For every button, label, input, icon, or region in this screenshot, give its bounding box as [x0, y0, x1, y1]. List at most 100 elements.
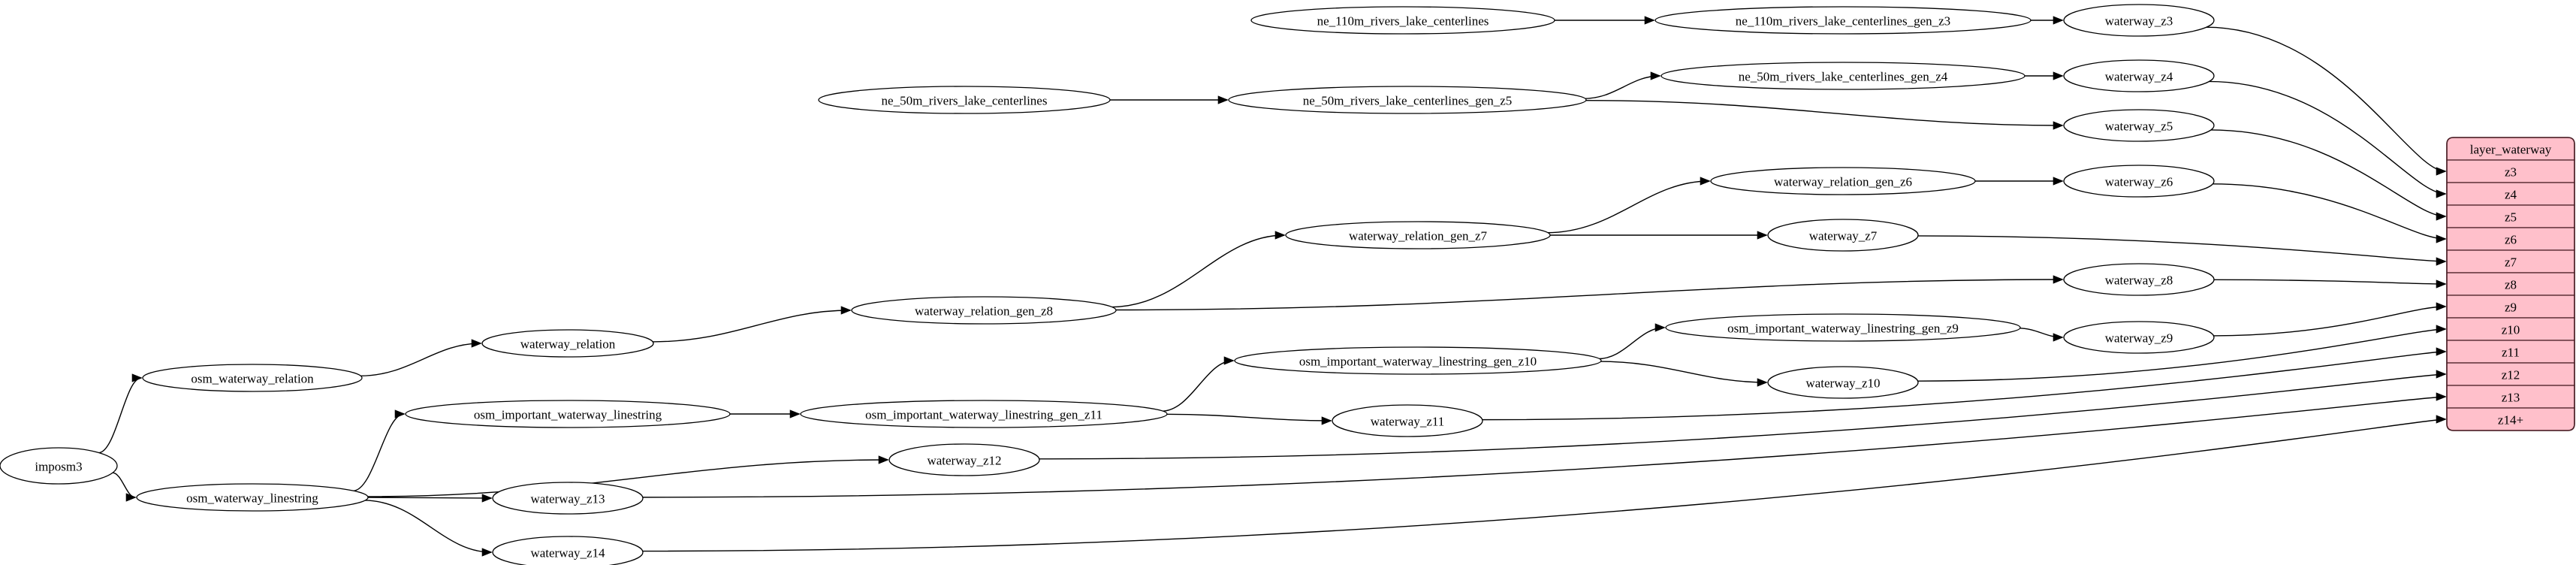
node-waterway_z7[interactable]: waterway_z7 [1767, 219, 1919, 252]
node-waterway_z9[interactable]: waterway_z9 [2063, 321, 2215, 354]
table-row-label: z9 [2505, 301, 2517, 315]
node-waterway_relation_gen_z7[interactable]: waterway_relation_gen_z7 [1285, 221, 1551, 249]
node-waterway_z6[interactable]: waterway_z6 [2063, 165, 2215, 198]
node-ne_110m_rivers_lake_centerlines[interactable]: ne_110m_rivers_lake_centerlines [1250, 6, 1555, 35]
node-waterway_z10[interactable]: waterway_z10 [1767, 366, 1919, 399]
edge-arrowhead [131, 373, 143, 382]
node-shape [142, 364, 363, 392]
edge-arrowhead [1223, 356, 1235, 365]
node-waterway_z13[interactable]: waterway_z13 [492, 482, 644, 515]
table-row-label: z10 [2502, 323, 2520, 337]
node-ne_50m_rivers_lake_centerlines[interactable]: ne_50m_rivers_lake_centerlines [818, 86, 1111, 114]
edge-arrowhead [1217, 95, 1229, 104]
edge-waterway_z5-to-layer_waterway_z5 [2210, 129, 2446, 217]
table-row-label: z14+ [2498, 413, 2523, 428]
edge-arrowhead [1700, 177, 1711, 186]
edge-waterway_relation-to-waterway_relation_gen_z8 [652, 310, 851, 343]
edge-arrowhead [2436, 325, 2447, 334]
node-label: osm_waterway_relation [191, 372, 314, 386]
edge-arrowhead [471, 339, 482, 348]
edge-arrowhead [2436, 257, 2447, 266]
node-shape [851, 296, 1117, 325]
edge-waterway_z6-to-layer_waterway_z6 [2212, 183, 2446, 240]
edge-arrowhead [840, 306, 852, 315]
edges-layer [98, 16, 2447, 557]
edge-waterway_z12-to-layer_waterway_z12 [1038, 373, 2446, 460]
edge-waterway_relation_gen_z7-to-waterway_relation_gen_z6 [1546, 180, 1710, 234]
node-label: ne_50m_rivers_lake_centerlines_gen_z5 [1303, 94, 1513, 108]
node-label: waterway_z10 [1805, 376, 1880, 391]
table-outline [2446, 137, 2575, 431]
node-waterway_z11[interactable]: waterway_z11 [1332, 404, 1483, 437]
node-ne_50m_rivers_lake_centerlines_gen_z4[interactable]: ne_50m_rivers_lake_centerlines_gen_z4 [1661, 62, 2026, 90]
edge-arrowhead [2436, 189, 2447, 198]
node-shape [1654, 6, 2032, 35]
edge-osm_waterway_linestring-to-waterway_z12 [366, 459, 888, 497]
nodes-layer: imposm3 osm_waterway_relation osm_waterway… [0, 4, 2215, 565]
node-waterway_z4[interactable]: waterway_z4 [2063, 59, 2215, 92]
edge-ne_50m_rivers_lake_centerlines_gen_z5-to-ne_50m_rivers_lake_centerlines_gen_z4 [1583, 75, 1661, 100]
edge-arrowhead [2436, 392, 2447, 401]
node-shape [1661, 62, 2026, 90]
edge-arrowhead [481, 494, 493, 503]
edge-arrowhead [1757, 231, 1768, 240]
node-shape [1332, 404, 1483, 437]
edge-osm_important_waterway_linestring_gen_z10-to-waterway_z10 [1599, 361, 1767, 383]
node-waterway_z14[interactable]: waterway_z14 [492, 536, 644, 565]
node-osm_waterway_linestring[interactable]: osm_waterway_linestring [136, 483, 369, 512]
node-osm_important_waterway_linestring[interactable]: osm_important_waterway_linestring [405, 400, 731, 428]
edge-arrowhead [2053, 16, 2064, 25]
node-ne_110m_rivers_lake_centerlines_gen_z3[interactable]: ne_110m_rivers_lake_centerlines_gen_z3 [1654, 6, 2032, 35]
node-label: waterway_z12 [927, 454, 1001, 468]
edge-arrowhead [2436, 212, 2447, 221]
edge-osm_important_waterway_linestring_gen_z10-to-osm_important_waterway_linestring_gen_z9 [1597, 327, 1665, 360]
node-osm_important_waterway_linestring_gen_z9[interactable]: osm_important_waterway_linestring_gen_z9 [1665, 313, 2021, 342]
edge-imposm3-to-osm_waterway_linestring [112, 472, 136, 498]
edge-waterway_z13-to-layer_waterway_z13 [641, 396, 2446, 498]
edge-arrowhead [1644, 16, 1655, 25]
node-waterway_z12[interactable]: waterway_z12 [888, 443, 1040, 476]
node-label: osm_important_waterway_linestring_gen_z9 [1727, 322, 1959, 336]
node-label: ne_110m_rivers_lake_centerlines_gen_z3 [1736, 14, 1950, 29]
edge-waterway_relation_gen_z8-to-waterway_z8 [1115, 279, 2063, 311]
edge-waterway_z9-to-layer_waterway_z9 [2213, 306, 2446, 337]
edge-arrowhead [2436, 234, 2447, 243]
edge-waterway_z3-to-layer_waterway_z3 [2205, 26, 2446, 172]
node-ne_50m_rivers_lake_centerlines_gen_z5[interactable]: ne_50m_rivers_lake_centerlines_gen_z5 [1228, 86, 1587, 114]
table-row-label: z12 [2502, 368, 2520, 382]
node-osm_waterway_relation[interactable]: osm_waterway_relation [142, 364, 363, 392]
node-osm_important_waterway_linestring_gen_z11[interactable]: osm_important_waterway_linestring_gen_z1… [800, 400, 1168, 428]
node-waterway_relation[interactable]: waterway_relation [481, 329, 654, 358]
edge-imposm3-to-osm_waterway_relation [98, 377, 142, 454]
table-title: layer_waterway [2470, 143, 2552, 157]
layer-waterway-table: layer_waterwayz3z4z5z6z7z8z9z10z11z12z13… [2446, 137, 2575, 431]
edge-osm_waterway_linestring-to-waterway_z13 [366, 497, 492, 499]
node-waterway_z5[interactable]: waterway_z5 [2063, 109, 2215, 142]
edge-arrowhead [2436, 167, 2447, 176]
node-waterway_relation_gen_z6[interactable]: waterway_relation_gen_z6 [1710, 167, 1976, 195]
node-label: waterway_z14 [530, 546, 605, 560]
node-label: waterway_z3 [2105, 14, 2173, 29]
node-shape [2063, 165, 2215, 198]
edge-waterway_z14-to-layer_waterway_z14_ [641, 418, 2446, 552]
node-waterway_z3[interactable]: waterway_z3 [2063, 4, 2215, 37]
edge-arrowhead [2436, 279, 2447, 289]
node-waterway_relation_gen_z8[interactable]: waterway_relation_gen_z8 [851, 296, 1117, 325]
edge-osm_important_waterway_linestring_gen_z11-to-osm_important_waterway_linestring_gen_z10 [1161, 360, 1234, 412]
node-label: waterway_z13 [530, 492, 605, 506]
node-shape [2063, 59, 2215, 92]
node-label: waterway_z9 [2105, 331, 2173, 346]
edge-osm_important_waterway_linestring_gen_z11-to-waterway_z11 [1165, 413, 1332, 421]
node-imposm3[interactable]: imposm3 [0, 447, 118, 485]
node-label: waterway_z7 [1809, 229, 1878, 243]
node-shape [1250, 6, 1555, 35]
edge-arrowhead [2436, 347, 2447, 356]
node-waterway_z8[interactable]: waterway_z8 [2063, 263, 2215, 296]
node-shape [0, 447, 118, 485]
node-label: ne_50m_rivers_lake_centerlines [882, 94, 1048, 108]
node-osm_important_waterway_linestring_gen_z10[interactable]: osm_important_waterway_linestring_gen_z1… [1234, 346, 1602, 375]
node-label: osm_important_waterway_linestring [474, 408, 662, 422]
node-shape [1767, 219, 1919, 252]
node-label: osm_waterway_linestring [186, 491, 318, 506]
